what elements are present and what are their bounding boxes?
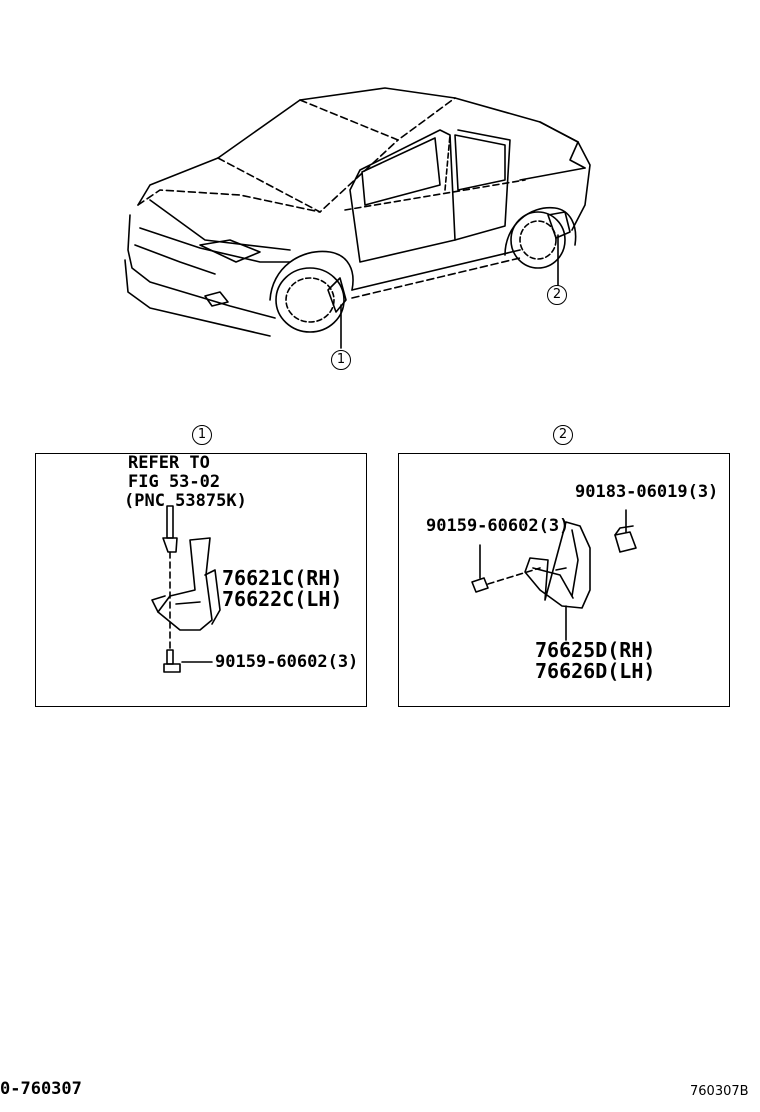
footer-right-code: 760307B (690, 1084, 749, 1099)
refer-to-line2: FIG 53-02 (128, 472, 221, 492)
callout-rear-panel: 2 (553, 425, 573, 445)
front-mudguard-drawing (151, 505, 221, 673)
front-screw-part: 90159-60602(3) (215, 652, 359, 672)
front-part-lh: 76622C(LH) (222, 587, 343, 611)
car-illustration (124, 87, 591, 349)
callout-rear-car: 2 (547, 285, 567, 305)
rear-part-lh: 76626D(LH) (535, 659, 656, 683)
rear-mudguard-panel (398, 453, 730, 707)
front-part-rh: 76621C(RH) (222, 566, 343, 590)
refer-to-line1: REFER TO (128, 453, 210, 473)
callout-front-car: 1 (331, 350, 351, 370)
rear-screw-part: 90159-60602(3) (426, 516, 570, 536)
front-mudguard-panel (35, 453, 367, 707)
rear-part-rh: 76625D(RH) (535, 638, 656, 662)
rear-clip-part: 90183-06019(3) (575, 482, 719, 502)
refer-to-line3: (PNC 53875K) (124, 491, 247, 511)
callout-front-panel: 1 (192, 425, 212, 445)
rear-mudguard-drawing (471, 509, 637, 641)
footer-left-code: 0-760307 (0, 1079, 82, 1099)
